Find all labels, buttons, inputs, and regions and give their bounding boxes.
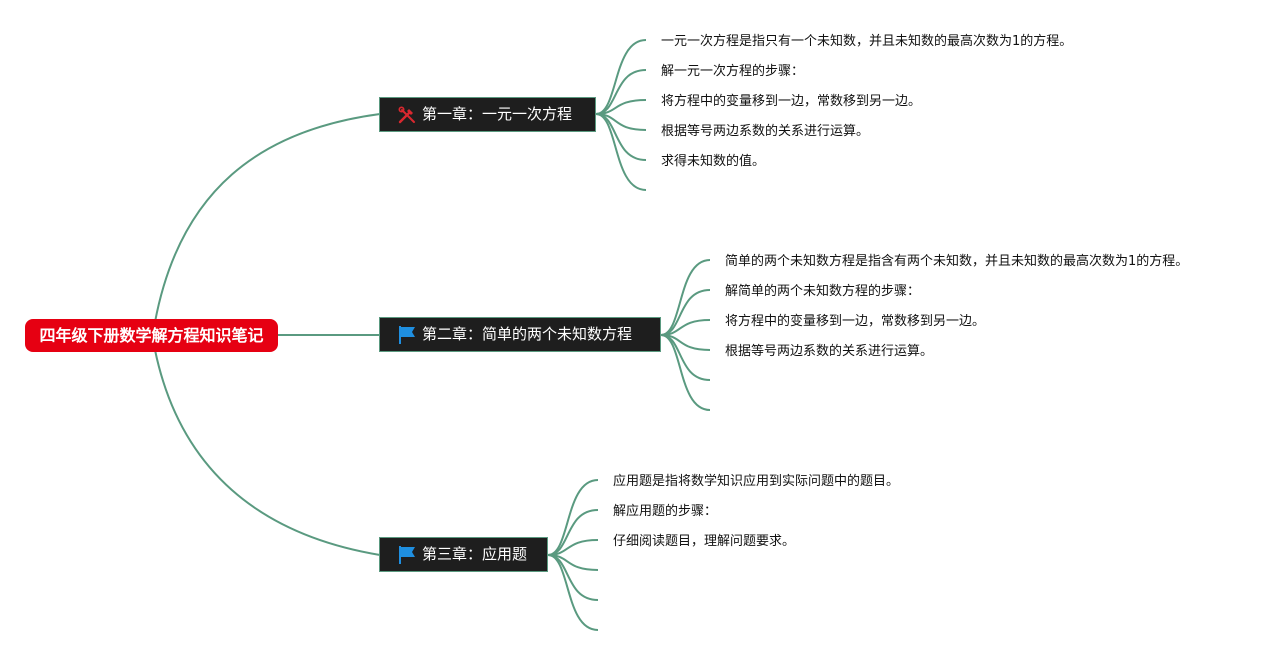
chapter-3-label: 第三章：应用题 [422, 545, 528, 563]
chapter-1-item[interactable]: 求得未知数的值。 [661, 154, 766, 169]
chapter-2-item[interactable]: 根据等号两边系数的关系进行运算。 [725, 344, 934, 359]
root-topic[interactable]: 四年级下册数学解方程知识笔记 [25, 319, 278, 352]
chapter-2-leaf-link [660, 259, 711, 336]
chapter-2-item[interactable]: 解简单的两个未知数方程的步骤： [725, 284, 921, 299]
flag-icon [396, 544, 418, 566]
chapter-2-leaf-link [660, 334, 711, 411]
chapter-3-leaf-link [547, 554, 599, 631]
chapter-2-leaf-link [660, 334, 711, 381]
chapter-1-leaf-link [595, 39, 647, 115]
chapter-2-topic[interactable]: 第二章：简单的两个未知数方程 [379, 317, 661, 352]
chapter-1-item[interactable]: 一元一次方程是指只有一个未知数，并且未知数的最高次数为1的方程。 [661, 34, 1073, 49]
chapter-1-item[interactable]: 根据等号两边系数的关系进行运算。 [661, 124, 870, 139]
chapter-3-item[interactable]: 应用题是指将数学知识应用到实际问题中的题目。 [613, 474, 900, 489]
chapter-2-label: 第二章：简单的两个未知数方程 [422, 325, 633, 343]
chapter-3-leaf-link [547, 509, 599, 556]
root-to-chapter-1-link [154, 113, 381, 323]
tools-icon [396, 104, 418, 126]
chapter-1-leaf-link [595, 113, 647, 191]
chapter-3-item[interactable]: 解应用题的步骤： [613, 504, 718, 519]
chapter-3-topic[interactable]: 第三章：应用题 [379, 537, 548, 572]
chapter-1-label: 第一章：一元一次方程 [422, 105, 573, 123]
chapter-3-item[interactable]: 仔细阅读题目，理解问题要求。 [613, 534, 796, 549]
chapter-1-topic[interactable]: 第一章：一元一次方程 [379, 97, 596, 132]
chapter-2-leaf-link [660, 289, 711, 336]
chapter-3-leaf-link [547, 479, 599, 556]
chapter-1-leaf-link [595, 113, 647, 161]
chapter-3-leaf-link [547, 554, 599, 601]
root-topic-label: 四年级下册数学解方程知识笔记 [39, 326, 264, 345]
chapter-1-item[interactable]: 解一元一次方程的步骤： [661, 64, 805, 79]
chapter-1-item[interactable]: 将方程中的变量移到一边，常数移到另一边。 [661, 94, 922, 109]
flag-icon [396, 324, 418, 346]
chapter-2-item[interactable]: 将方程中的变量移到一边，常数移到另一边。 [725, 314, 986, 329]
chapter-2-item[interactable]: 简单的两个未知数方程是指含有两个未知数，并且未知数的最高次数为1的方程。 [725, 254, 1189, 269]
chapter-1-leaf-link [595, 69, 647, 115]
root-to-chapter-3-link [154, 349, 381, 556]
